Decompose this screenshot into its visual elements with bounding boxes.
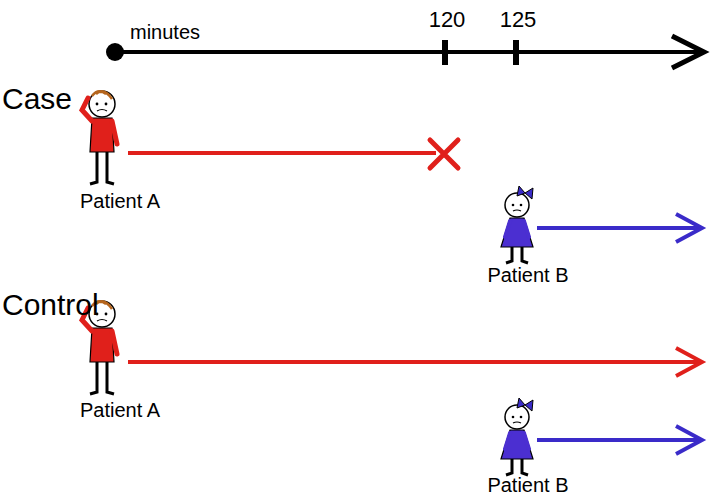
group-heading: Case <box>2 82 72 115</box>
case-timelines <box>82 91 702 263</box>
patient-label: Patient A <box>80 190 160 212</box>
control-timelines <box>82 301 702 475</box>
patient-label: Patient A <box>80 399 160 421</box>
axis-title: minutes <box>130 21 200 43</box>
group-heading: Control <box>2 288 99 321</box>
tick-label: 120 <box>429 8 466 32</box>
patient-label: Patient B <box>487 264 568 286</box>
tick-label: 125 <box>500 8 537 32</box>
patient-label: Patient B <box>487 474 568 496</box>
